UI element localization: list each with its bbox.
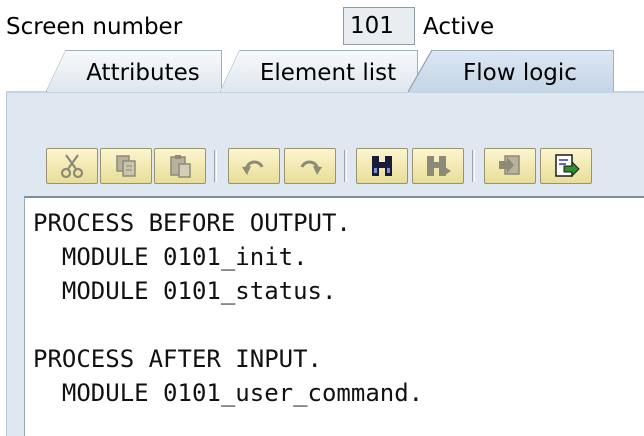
code-line: [33, 308, 644, 342]
code-line: PROCESS AFTER INPUT.: [33, 345, 322, 373]
screen-number-label: Screen number: [6, 14, 183, 40]
status-text: Active: [423, 14, 495, 40]
copy-button[interactable]: [100, 148, 152, 184]
toolbar-separator: [214, 150, 217, 182]
find-next-button[interactable]: [412, 148, 464, 184]
code-line: MODULE 0101_status.: [33, 277, 337, 305]
tab-element-list[interactable]: Element list: [220, 50, 418, 92]
screen-number-field[interactable]: 101: [343, 7, 415, 45]
paste-button[interactable]: [154, 148, 206, 184]
editor-toolbar: [38, 148, 598, 188]
export-button[interactable]: [540, 148, 592, 184]
tab-attributes-label: Attributes: [86, 60, 200, 86]
toolbar-separator: [344, 150, 347, 182]
toolbar-separator: [472, 150, 475, 182]
code-line: PROCESS BEFORE OUTPUT.: [33, 209, 351, 237]
tab-flow-logic-label: Flow logic: [463, 60, 577, 86]
scissors-icon: [60, 154, 84, 179]
code-line: MODULE 0101_user_command.: [33, 379, 424, 407]
cut-button[interactable]: [46, 148, 98, 184]
flow-logic-editor[interactable]: PROCESS BEFORE OUTPUT. MODULE 0101_init.…: [24, 196, 644, 436]
undo-icon: [242, 160, 264, 175]
tab-flow-logic[interactable]: Flow logic: [408, 50, 614, 92]
insert-template-icon: [499, 155, 520, 175]
tab-attributes[interactable]: Attributes: [46, 50, 222, 92]
code-line: MODULE 0101_init.: [33, 243, 308, 271]
insert-template-button[interactable]: [484, 148, 536, 184]
find-button[interactable]: [356, 148, 408, 184]
paste-icon: [170, 155, 191, 178]
find-next-icon: [427, 156, 451, 176]
redo-icon: [300, 160, 322, 175]
binoculars-icon: [372, 156, 392, 176]
tab-element-list-label: Element list: [259, 60, 397, 86]
copy-icon: [116, 155, 136, 177]
undo-button[interactable]: [228, 148, 280, 184]
redo-button[interactable]: [284, 148, 336, 184]
export-icon: [555, 154, 580, 178]
